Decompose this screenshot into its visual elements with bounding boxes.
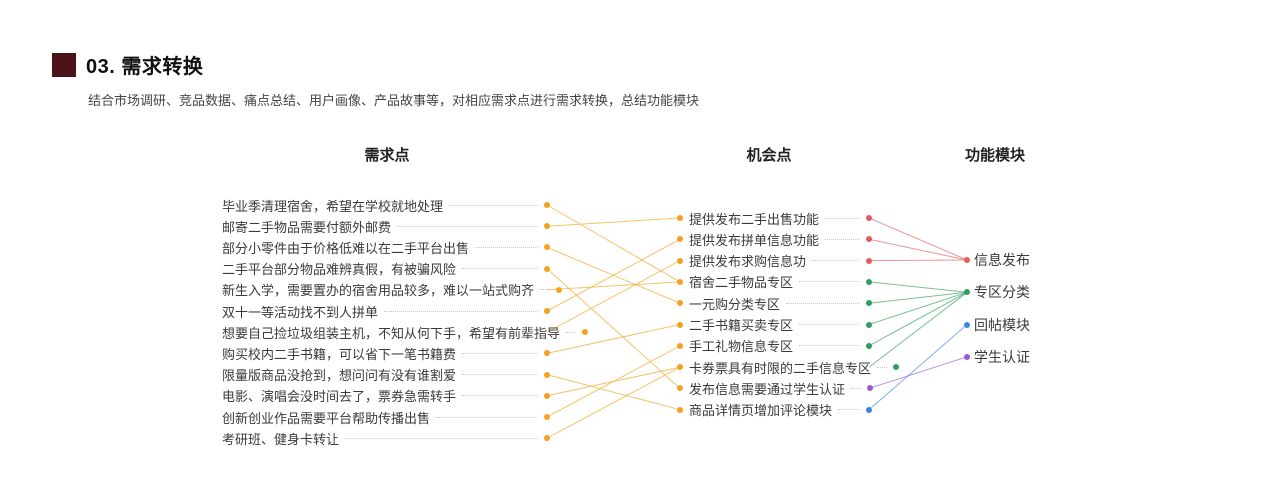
connector-dot xyxy=(866,406,872,413)
connector-dot xyxy=(677,278,683,285)
connector-dot xyxy=(866,236,872,243)
demand-item: 新生入学，需要置办的宿舍用品较多，难以一站式购齐 xyxy=(222,282,563,298)
module-item: 专区分类 xyxy=(964,284,1030,300)
connector-dot xyxy=(556,286,563,293)
connector-dot xyxy=(677,215,683,221)
opportunity-item: 提供发布二手出售功能 xyxy=(677,210,872,227)
connector-dot xyxy=(677,342,683,349)
connector-dot xyxy=(677,385,683,392)
connector-dot xyxy=(964,353,970,360)
connector-dot xyxy=(544,435,550,442)
opportunity-item: 卡券票具有时限的二手信息专区 xyxy=(677,359,900,376)
connector-dot xyxy=(866,215,872,221)
opportunity-item: 商品详情页增加评论模块 xyxy=(677,402,872,418)
demand-item: 限量版商品没抢到，想问问有没有谁割爱 xyxy=(222,367,550,383)
demand-item: 想要自己捡垃圾组装主机，不知从何下手，希望有前辈指导 xyxy=(222,324,589,341)
connector-dot xyxy=(677,236,683,243)
connector-dot xyxy=(544,308,550,314)
opportunity-item: 一元购分类专区 xyxy=(677,295,872,312)
connector-dot xyxy=(964,321,970,328)
connector-dot xyxy=(964,289,970,296)
connector-dot xyxy=(544,265,550,272)
connector-dot xyxy=(544,350,550,357)
connector-dot xyxy=(677,406,683,413)
connector-dot xyxy=(544,414,550,420)
connector-dot xyxy=(544,392,550,399)
opportunity-item: 发布信息需要通过学生认证 xyxy=(677,380,874,397)
opportunity-item: 宿舍二手物品专区 xyxy=(677,274,872,290)
connector-dot xyxy=(582,329,589,336)
demand-item: 电影、演唱会没时间去了，票券急需转手 xyxy=(222,388,550,404)
connector-dot xyxy=(866,278,872,285)
opportunity-item: 提供发布拼单信息功能 xyxy=(677,231,872,248)
connector-dot xyxy=(964,257,970,263)
demand-item: 创新创业作品需要平台帮助传播出售 xyxy=(222,409,550,426)
module-item: 学生认证 xyxy=(964,349,1030,365)
connector-dot xyxy=(866,321,872,328)
connector-dot xyxy=(867,385,874,392)
demand-item: 邮寄二手物品需要付额外邮费 xyxy=(222,218,550,235)
column-header-demand: 需求点 xyxy=(364,147,410,164)
opportunity-item: 提供发布求购信息功 xyxy=(677,253,872,269)
title-bullet-square xyxy=(52,52,76,77)
connector-dot xyxy=(677,321,683,328)
column-header-module: 功能模块 xyxy=(964,147,1025,164)
connector-dot xyxy=(677,364,683,371)
demand-item: 二手平台部分物品难辨真假，有被骗风险 xyxy=(222,261,550,277)
page-title: 03. 需求转换 xyxy=(86,56,204,78)
slide-title-block: 03. 需求转换 xyxy=(52,50,203,79)
connector-dot xyxy=(893,364,900,371)
demand-item: 双十一等活动找不到人拼单 xyxy=(222,303,550,320)
connector-dot xyxy=(677,300,683,307)
column-header-opportunity: 机会点 xyxy=(746,147,792,164)
demand-item: 购买校内二手书籍，可以省下一笔书籍费 xyxy=(222,345,550,362)
connector-dot xyxy=(866,300,872,307)
demand-item: 部分小零件由于价格低难以在二手平台出售 xyxy=(222,239,550,256)
module-item: 信息发布 xyxy=(964,252,1030,268)
connector-dot xyxy=(677,257,683,264)
opportunity-item: 手工礼物信息专区 xyxy=(677,338,872,354)
module-item: 回帖模块 xyxy=(964,317,1030,333)
opportunity-item: 二手书籍买卖专区 xyxy=(677,317,872,333)
connector-dot xyxy=(866,342,872,349)
connector-dot xyxy=(544,202,550,208)
demand-item: 考研班、健身卡转让 xyxy=(222,430,550,447)
connector-dot xyxy=(544,223,550,230)
connector-dot xyxy=(544,244,550,251)
demand-item: 毕业季清理宿舍，希望在学校就地处理 xyxy=(222,197,550,214)
page-subtitle: 结合市场调研、竞品数据、痛点总结、用户画像、产品故事等，对相应需求点进行需求转换… xyxy=(88,93,700,108)
connector-dot xyxy=(866,257,872,264)
connector-dot xyxy=(544,371,550,378)
